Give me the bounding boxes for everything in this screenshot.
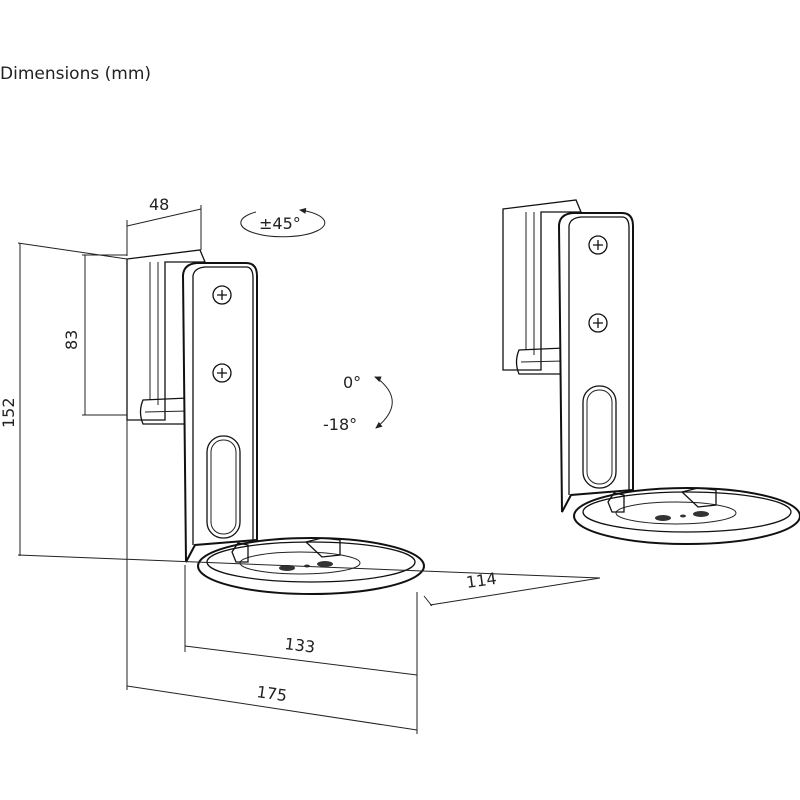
- dimension-48-label: 48: [149, 195, 169, 214]
- dimension-83-label: 83: [62, 330, 81, 350]
- dimension-83: 83: [62, 254, 127, 416]
- dimension-175-label: 175: [255, 682, 288, 705]
- dimension-114-label: 114: [465, 569, 498, 592]
- dimension-48: 48: [126, 195, 202, 256]
- tilt-top-label: 0°: [343, 373, 361, 392]
- dimension-133: 133: [184, 565, 418, 678]
- dimension-175: 175: [126, 420, 418, 734]
- bracket-front-view: [126, 249, 425, 595]
- tilt-indicator: 0° -18°: [323, 373, 393, 434]
- dimension-152-label: 152: [0, 397, 18, 428]
- diagram-title: Dimensions (mm): [0, 64, 152, 84]
- tilt-bottom-label: -18°: [323, 415, 357, 434]
- rotation-indicator: ±45°: [240, 207, 326, 238]
- bracket-side-view: [502, 199, 800, 545]
- dimension-114: 114: [423, 569, 601, 607]
- rotation-label: ±45°: [259, 214, 301, 233]
- dimension-133-label: 133: [284, 634, 317, 657]
- dimension-152: 152: [0, 242, 601, 579]
